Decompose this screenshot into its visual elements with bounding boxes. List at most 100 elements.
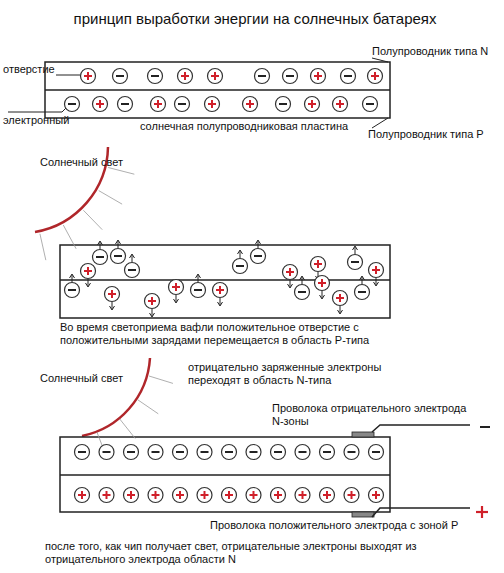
charge-circle: [246, 445, 261, 460]
minus-sign: [480, 426, 490, 428]
charge-sign: [228, 491, 230, 499]
hole-charge: [315, 276, 330, 300]
charge-sign: [279, 103, 287, 105]
charge-sign: [194, 289, 202, 291]
charge-sign: [96, 256, 104, 258]
charge-circle: [175, 97, 190, 112]
charge-circle: [65, 283, 80, 298]
charge-circle: [93, 97, 108, 112]
electron-charge: [148, 69, 163, 84]
charge-sign: [114, 255, 122, 257]
electron-charge: [65, 97, 80, 112]
electron-charge: [348, 246, 363, 270]
electron-charge: [173, 445, 188, 460]
charge-circle: [75, 488, 90, 503]
charge-circle: [191, 283, 206, 298]
electron-charge: [295, 276, 310, 300]
electron-charge: [341, 69, 356, 84]
annotation-label: Проволока положительного электрода с зон…: [210, 519, 504, 532]
annotation-label: Солнечный свет: [40, 372, 150, 385]
hole-charge: [151, 97, 166, 112]
charge-circle: [222, 488, 237, 503]
charge-circle: [205, 97, 220, 112]
charge-sign: [258, 75, 266, 77]
hole-charge: [81, 264, 96, 288]
charge-circle: [233, 259, 248, 274]
charge-circle: [148, 69, 163, 84]
charge-sign: [204, 491, 206, 499]
pn-junction: [45, 89, 390, 91]
electron-charge: [320, 445, 335, 460]
charge-circle: [105, 287, 120, 302]
electron-charge: [251, 240, 266, 264]
light-ray: [138, 400, 159, 414]
electron-charge: [65, 274, 80, 298]
charge-circle: [99, 488, 114, 503]
leader-line: [8, 112, 62, 113]
charge-circle: [148, 445, 163, 460]
charge-sign: [351, 261, 359, 263]
charge-circle: [173, 445, 188, 460]
charge-circle: [81, 264, 96, 279]
charge-circle: [169, 280, 184, 295]
charge-circle: [295, 285, 310, 300]
charge-sign: [211, 100, 213, 108]
charge-sign: [103, 451, 111, 453]
charge-sign: [81, 491, 83, 499]
charge-circle: [124, 445, 139, 460]
hole-charge: [208, 69, 223, 84]
charge-circle: [118, 97, 133, 112]
charge-circle: [222, 445, 237, 460]
charge-sign: [339, 294, 341, 302]
charge-sign: [317, 260, 319, 268]
motion-arrow: [86, 283, 91, 287]
charge-sign: [299, 451, 307, 453]
leader-line: [372, 58, 388, 62]
charge-circle: [251, 249, 266, 264]
hole-charge: [333, 291, 348, 315]
electron-charge: [118, 97, 133, 112]
charge-sign: [111, 290, 113, 298]
hole-charge: [205, 97, 220, 112]
light-ray: [120, 419, 136, 439]
hole-charge: [124, 488, 139, 503]
electron-charge: [295, 445, 310, 460]
motion-arrow: [70, 274, 75, 278]
motion-arrow: [353, 246, 358, 250]
charge-sign: [254, 255, 262, 257]
hole-charge: [333, 97, 348, 112]
charge-circle: [255, 69, 270, 84]
charge-sign: [225, 451, 233, 453]
electrode-pad: [352, 432, 374, 437]
leader-line: [372, 118, 388, 128]
hole-charge: [99, 488, 114, 503]
light-rays: [97, 376, 173, 455]
charge-circle: [315, 276, 330, 291]
electron-charge: [191, 274, 206, 298]
charge-circle: [81, 69, 96, 84]
charge-circle: [369, 263, 384, 278]
motion-arrow: [130, 254, 135, 258]
charge-sign: [184, 72, 186, 80]
charge-sign: [375, 266, 377, 274]
electron-charge: [148, 445, 163, 460]
motion-arrow: [240, 251, 241, 258]
electron-charge: [246, 445, 261, 460]
electron-charge: [233, 250, 248, 274]
charge-sign: [106, 491, 108, 499]
motion-arrow: [118, 241, 119, 248]
charge-circle: [65, 97, 80, 112]
annotation-label: Проволока отрицательного электрода N-зон…: [272, 402, 467, 428]
motion-arrow: [112, 302, 113, 309]
hole-charge: [75, 488, 90, 503]
charge-circle: [341, 69, 356, 84]
motion-arrow: [320, 295, 325, 299]
charge-circle: [197, 488, 212, 503]
motion-arrow: [72, 275, 73, 282]
charge-circle: [271, 445, 286, 460]
charge-circle: [75, 445, 90, 460]
charge-sign: [375, 491, 377, 499]
charge-sign: [87, 72, 89, 80]
charge-sign: [339, 100, 341, 108]
